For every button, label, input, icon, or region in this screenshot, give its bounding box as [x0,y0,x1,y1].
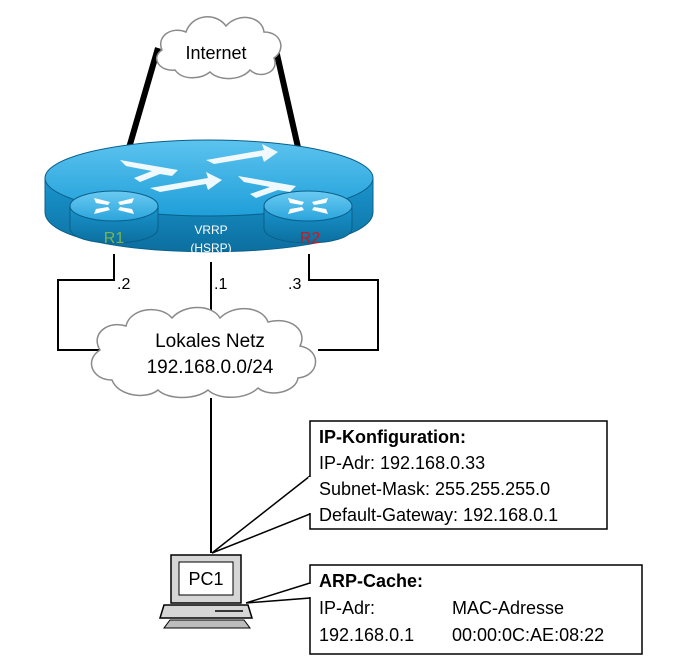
router-r2-arrows-icon [288,198,328,214]
ip-config-title: IP-Konfiguration: [319,427,466,447]
ip-config-box: IP-Konfiguration: IP-Adr: 192.168.0.33 S… [308,420,608,530]
vrrp-arrows-icon [120,144,296,198]
lan-name: Lokales Netz [155,331,265,352]
arp-title: ARP-Cache: [319,571,423,591]
router-r1-arrows-icon [94,198,134,214]
ip-config-gateway: Default-Gateway: 192.168.0.1 [319,505,558,525]
internet-cloud: Internet [156,16,282,80]
lan-subnet: 192.168.0.0/24 [147,357,274,378]
arp-pointer [245,581,311,604]
pc-base-icon [158,604,254,619]
arp-col-mac: MAC-Adresse [452,598,564,618]
pc-keyboard-icon [163,619,251,629]
lan-cloud: Lokales Netz 192.168.0.0/24 [90,306,317,399]
arp-cache-box: ARP-Cache: IP-Adr: MAC-Adresse 192.168.0… [308,564,643,655]
ip-config-mask: Subnet-Mask: 255.255.255.0 [319,479,550,499]
router-r2: R2 [263,190,353,247]
r1-address: .2 [117,276,130,293]
link-r2-lan [308,254,379,351]
pc1: PC1 [158,554,254,629]
internet-label: Internet [185,43,246,63]
r2-address: .3 [288,276,301,293]
arp-row-ip: 192.168.0.1 [319,625,414,645]
hsrp-label: (HSRP) [190,241,231,255]
vrrp-label: VRRP [194,223,227,237]
router-r2-label: R2 [300,230,321,247]
arp-row-mac: 00:00:0C:AE:08:22 [452,625,604,645]
router-r1: R1 [69,190,159,247]
router-r1-label: R1 [104,230,125,247]
ip-config-pointer [211,474,311,554]
virtual-address: .1 [214,276,227,293]
ip-config-ip: IP-Adr: 192.168.0.33 [319,453,485,473]
link-r1-lan [57,254,115,351]
arp-col-ip: IP-Adr: [319,598,375,618]
pc-label: PC1 [188,569,223,589]
